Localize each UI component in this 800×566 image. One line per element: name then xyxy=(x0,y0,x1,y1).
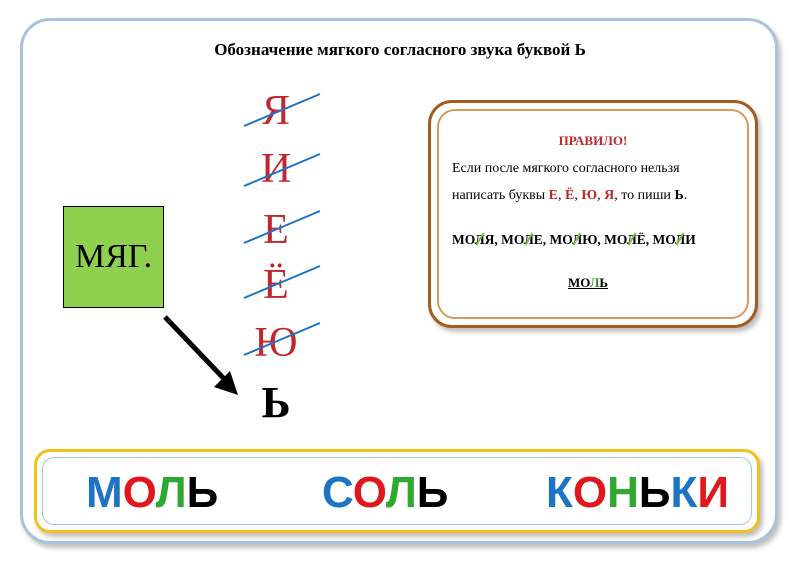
vowel-ya: Я xyxy=(261,88,290,134)
rule-heading: ПРАВИЛО! xyxy=(558,133,628,148)
rule-text: Если после мягкого согласного нельзя нап… xyxy=(452,155,742,209)
soft-consonant-box: МЯГ. xyxy=(63,206,164,308)
rule-box xyxy=(428,100,758,328)
word-mol: МОЛЬ xyxy=(86,468,219,517)
rule-line-2: написать буквы Е, Ё, Ю, Я, то пиши Ь. xyxy=(452,188,688,203)
vowel-yu: Ю xyxy=(254,320,298,366)
word-konki: КОНЬКИ xyxy=(546,468,729,517)
soft-label: МЯГ. xyxy=(74,238,153,275)
words-box xyxy=(34,449,760,533)
soft-sign: Ь xyxy=(261,378,291,427)
rule-line-1: Если после мягкого согласного нельзя xyxy=(452,161,680,176)
rule-result-word: МОЛЬ xyxy=(568,275,609,290)
word-sol: СОЛЬ xyxy=(322,468,449,517)
rule-examples: МОЛЯ, МОЛЕ, МОЛЮ, МОЛЁ, МОЛИ xyxy=(452,232,696,247)
arrow-icon xyxy=(163,315,238,395)
page-title: Обозначение мягкого согласного звука бук… xyxy=(214,40,586,59)
